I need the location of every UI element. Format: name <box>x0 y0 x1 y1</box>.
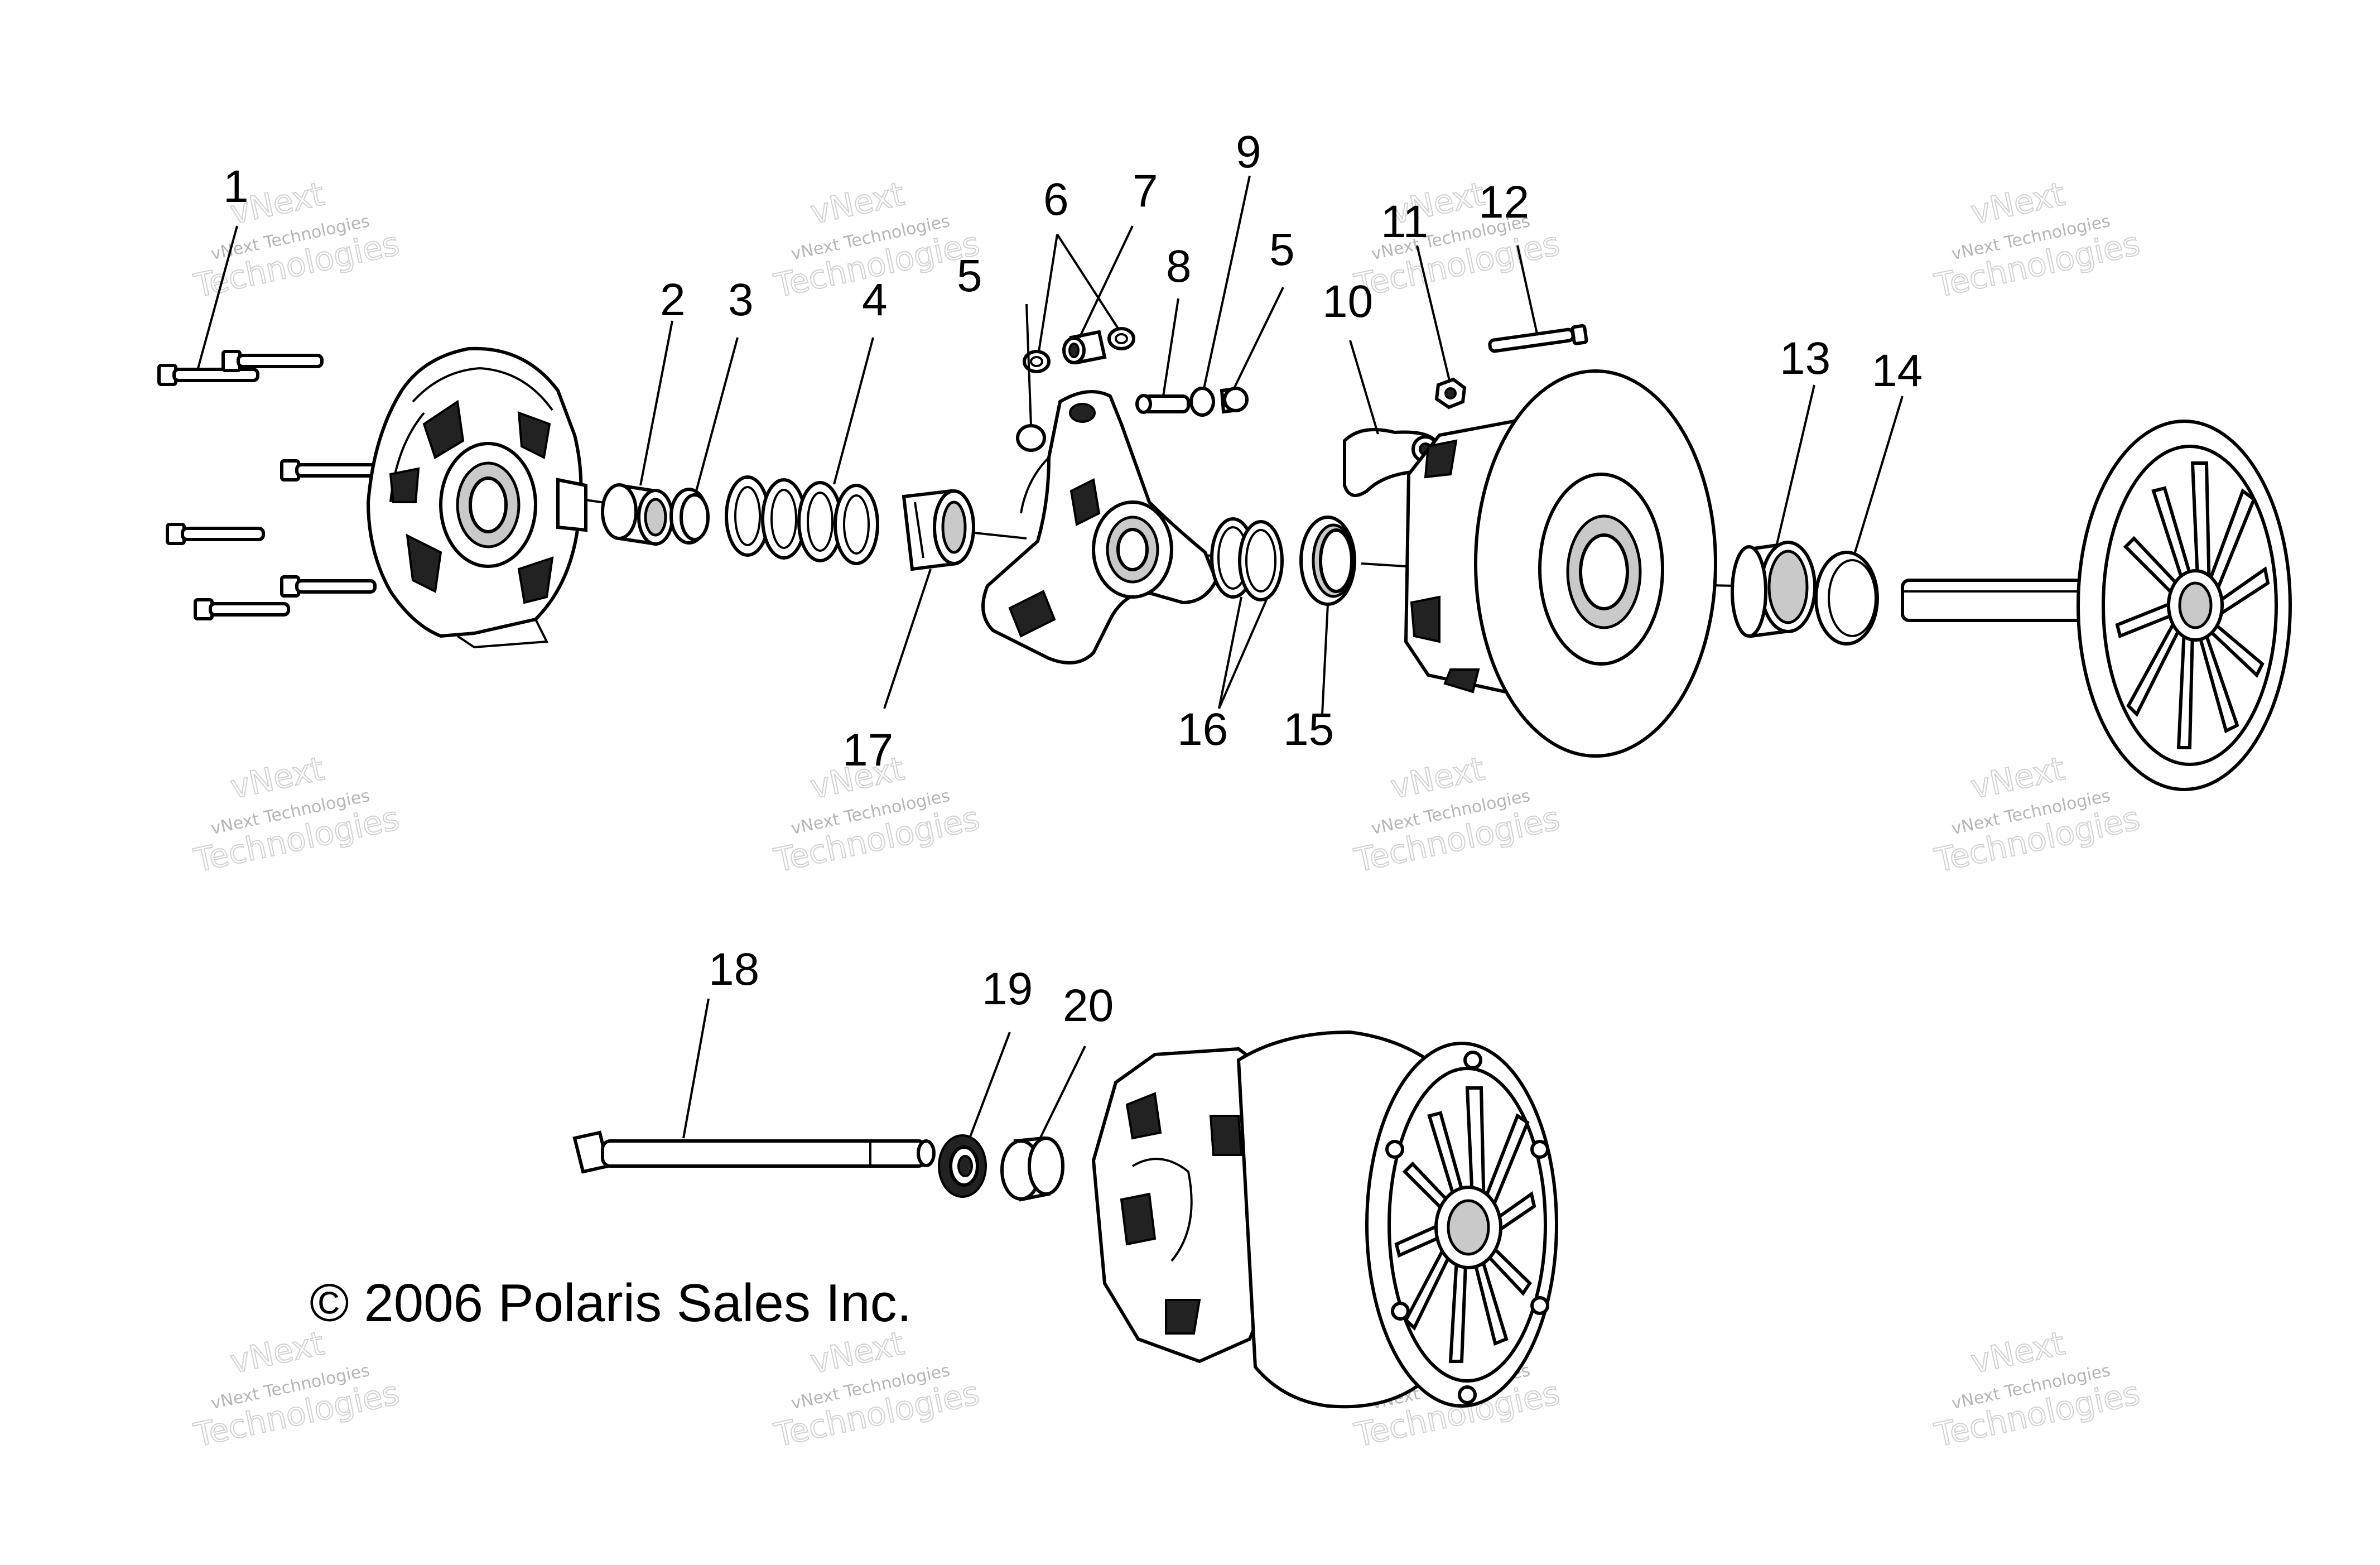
spring-part-4 <box>725 475 879 565</box>
ring-part-14 <box>1814 551 1879 646</box>
watermark: vNext vNext Technologies Technologies <box>1931 174 2144 305</box>
copyright-notice: © 2006 Polaris Sales Inc. <box>310 1273 912 1333</box>
watermark: vNext vNext Technologies Technologies <box>1931 1323 2144 1455</box>
callout-2: 2 <box>660 275 686 325</box>
callout-17: 17 <box>842 725 893 776</box>
bushing-part-2 <box>601 483 674 546</box>
callout-18: 18 <box>709 944 759 995</box>
leader-lines <box>197 175 1904 1142</box>
washer-part-6 <box>1023 350 1051 373</box>
sleeve-part-17 <box>902 489 975 571</box>
bolt <box>194 598 290 620</box>
callout-5-right: 5 <box>1269 224 1295 275</box>
callout-15: 15 <box>1283 704 1334 755</box>
washers-part-16 <box>1210 517 1284 601</box>
watermark: vNext vNext Technologies Technologies <box>1351 749 1564 880</box>
callout-19: 19 <box>982 964 1033 1014</box>
spider-cover <box>366 346 587 649</box>
bolt-part-18 <box>572 1130 936 1174</box>
ring-part-3 <box>669 488 710 545</box>
bolt <box>221 350 324 372</box>
callout-13: 13 <box>1780 333 1830 384</box>
callout-12: 12 <box>1478 177 1529 228</box>
callout-numbers: 1 2 3 4 5 6 7 8 9 5 10 11 12 13 14 17 16… <box>223 127 1923 1031</box>
watermark: vNext vNext Technologies Technologies <box>190 749 403 880</box>
callout-20: 20 <box>1063 980 1114 1031</box>
nut-part-11 <box>1434 377 1467 410</box>
callout-11: 11 <box>1381 196 1428 247</box>
callout-3: 3 <box>728 275 754 325</box>
callout-7: 7 <box>1133 166 1158 216</box>
fixed-sheave <box>1901 420 2292 791</box>
ring-part-15 <box>1299 516 1356 606</box>
callout-16: 16 <box>1177 704 1228 755</box>
callout-6: 6 <box>1043 174 1069 225</box>
callout-8: 8 <box>1166 241 1192 292</box>
callout-1: 1 <box>223 161 249 212</box>
watermark: vNext vNext Technologies Technologies <box>190 174 403 305</box>
callout-5-left: 5 <box>957 251 982 301</box>
watermark: vNext vNext Technologies Technologies <box>1931 749 2144 880</box>
spider <box>981 390 1218 664</box>
washer-part-6 <box>1107 327 1135 350</box>
bushing-part-5-left <box>1016 424 1046 452</box>
bearing-part-13 <box>1731 541 1817 638</box>
callout-14: 14 <box>1872 345 1923 396</box>
callout-10: 10 <box>1322 276 1373 327</box>
callout-4: 4 <box>862 275 888 325</box>
bolts-part-1 <box>157 350 377 620</box>
bolt <box>280 459 377 481</box>
pin-part-8 <box>1135 394 1190 414</box>
washer-part-19 <box>938 1134 987 1198</box>
bushing-part-5-right <box>1220 387 1249 414</box>
roller-part-7 <box>1062 330 1107 365</box>
moveable-sheave <box>1404 369 1717 758</box>
pin-part-12 <box>1488 324 1588 353</box>
bolt <box>166 523 265 545</box>
spacer-part-20 <box>1000 1136 1064 1202</box>
bolt <box>157 364 259 386</box>
bolt <box>280 575 377 598</box>
washer-part-9 <box>1189 387 1215 417</box>
callout-9: 9 <box>1236 127 1261 177</box>
assembled-clutch <box>1091 1030 1558 1409</box>
